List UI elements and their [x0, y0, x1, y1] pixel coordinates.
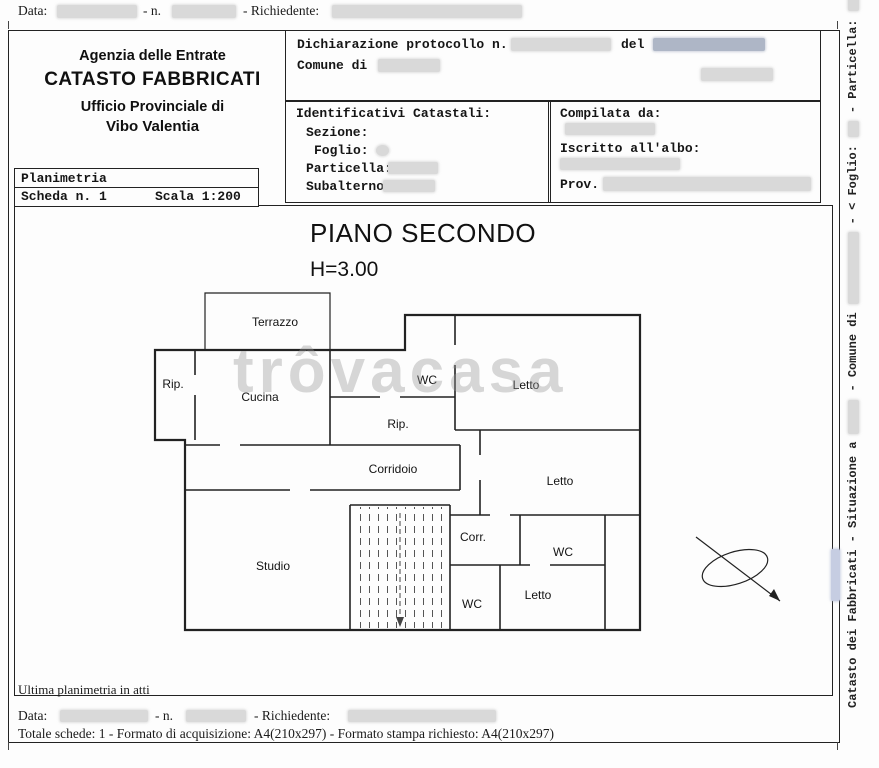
side-comune-label: - Comune di [846, 312, 860, 392]
room-label: Letto [547, 474, 574, 488]
redacted-number [186, 710, 246, 722]
redacted-stamp [831, 549, 840, 601]
crop-tick [8, 742, 9, 750]
planimetria-box: Planimetria Scheda n. 1 Scala 1:200 [14, 168, 259, 207]
redacted-value [847, 232, 859, 305]
room-label: Letto [513, 378, 540, 392]
redacted-prov [603, 177, 811, 191]
top-data-label: Data: [18, 3, 48, 18]
comune-label: Comune di [297, 58, 368, 73]
crop-tick [837, 21, 838, 29]
side-caption: Catasto dei Fabbricati - Situazione a - … [846, 0, 860, 708]
room-label: Studio [256, 559, 290, 573]
plan-title: PIANO SECONDO [310, 218, 537, 248]
plan-height: H=3.00 [310, 258, 379, 281]
redacted-richiedente [332, 5, 522, 18]
redacted-richiedente [348, 710, 496, 722]
catasto-title: CATASTO FABBRICATI [44, 69, 261, 90]
footer-number-label: - n. [155, 708, 173, 723]
declaration-box: Dichiarazione protocollo n. del Comune d… [285, 30, 821, 102]
plan-title-block: PIANO SECONDO H=3.00 [310, 218, 536, 282]
redacted-date [57, 5, 137, 18]
redacted-albo [560, 158, 680, 170]
room-labels: Terrazzo Rip. Cucina WC Letto Rip. Corri… [162, 315, 573, 611]
plan-frame [14, 205, 833, 696]
scala-label: Scala 1:200 [155, 189, 241, 204]
side-particella-label: - Particella: [846, 19, 860, 114]
redacted-protocol-number [511, 38, 611, 51]
side-catasto-label: Catasto dei Fabbricati - Situazione a [846, 441, 860, 708]
footer-data-label: Data: [18, 708, 48, 723]
redacted-protocol-date [653, 38, 765, 51]
compilata-box: Compilata da: Iscritto all'albo: Prov. [548, 100, 821, 203]
redacted-value [847, 121, 859, 138]
planimetria-title: Planimetria [21, 171, 107, 186]
crop-tick [837, 742, 838, 750]
prov-label: Prov. [560, 177, 600, 192]
room-label: WC [462, 597, 482, 611]
redacted-comune [378, 59, 440, 72]
watermark: trôvacasa [233, 337, 568, 406]
floor-plan-walls [153, 292, 642, 632]
floor-plan: Terrazzo Rip. Cucina WC Letto Rip. Corri… [153, 292, 781, 632]
agency-name: Agenzia delle Entrate [79, 48, 226, 64]
subalterno-label: Subalterno: [306, 179, 392, 194]
room-label: Letto [525, 588, 552, 602]
stairs [352, 507, 448, 628]
redacted-particella [388, 162, 438, 174]
footer-richiedente-label: - Richiedente: [254, 708, 331, 723]
room-label: WC [553, 545, 573, 559]
divider [15, 187, 258, 188]
room-label: Corr. [460, 530, 486, 544]
redacted-foglio [376, 145, 389, 156]
redacted-number [172, 5, 236, 18]
protocol-label: Dichiarazione protocollo n. [297, 37, 508, 52]
redacted-date [60, 710, 148, 722]
footer-totale: Totale schede: 1 - Formato di acquisizio… [18, 726, 554, 741]
identificativi-title: Identificativi Catastali: [296, 106, 492, 121]
scheda-label: Scheda n. 1 [21, 189, 107, 204]
crop-tick [8, 21, 9, 29]
north-compass [695, 536, 781, 602]
identificativi-box: Identificativi Catastali: Sezione: Fogli… [285, 100, 551, 203]
room-label: Terrazzo [252, 315, 298, 329]
particella-label: Particella: [306, 161, 392, 176]
side-foglio-label: - < Foglio: [846, 145, 860, 225]
office-line: Ufficio Provinciale di [80, 99, 225, 115]
room-label: Corridoio [369, 462, 418, 476]
room-label: Cucina [241, 390, 279, 404]
albo-label: Iscritto all'albo: [560, 141, 701, 156]
top-number-label: - n. [143, 3, 161, 18]
redacted-value [847, 0, 859, 12]
del-label: del [621, 37, 645, 52]
plan-note: Ultima planimetria in atti [18, 682, 150, 697]
compilata-title: Compilata da: [560, 106, 662, 121]
sezione-label: Sezione: [306, 125, 369, 140]
redacted-value [701, 68, 773, 81]
foglio-label: Foglio: [314, 143, 369, 158]
top-richiedente-label: - Richiedente: [243, 3, 320, 18]
agency-header: Agenzia delle Entrate CATASTO FABBRICATI… [25, 48, 280, 135]
room-label: Rip. [387, 417, 408, 431]
room-label: Rip. [162, 377, 183, 391]
redacted-compilata [565, 123, 655, 135]
room-label: WC [417, 373, 437, 387]
office-city: Vibo Valentia [105, 118, 200, 135]
redacted-value [847, 399, 859, 434]
redacted-subalterno [383, 180, 435, 192]
